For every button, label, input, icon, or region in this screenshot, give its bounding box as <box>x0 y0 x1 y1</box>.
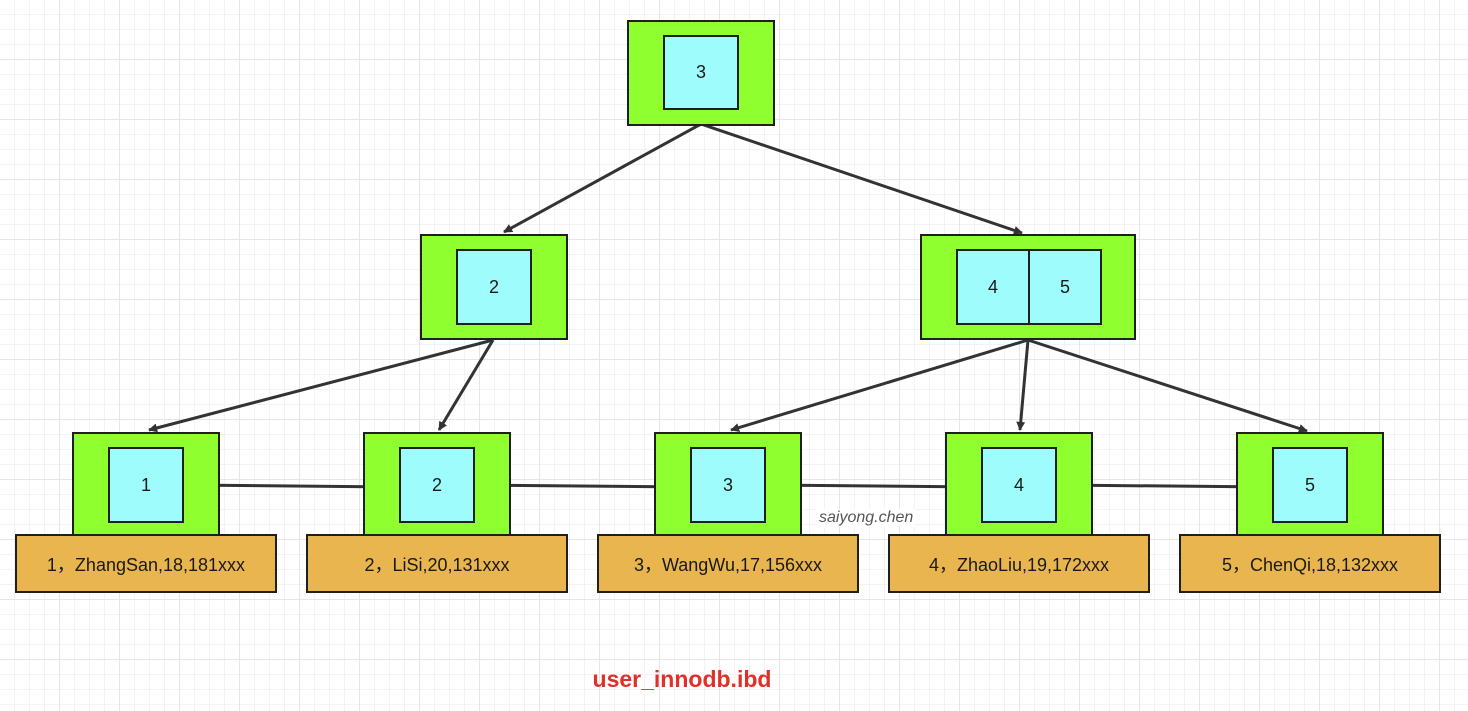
edge-root-to-internal-2 <box>503 122 702 234</box>
edge-root-to-internal-45 <box>700 122 1023 235</box>
edge-internal-45-to-leaf-3 <box>730 338 1029 432</box>
edge-internal-45-to-leaf-4 <box>1016 339 1030 431</box>
internal-key-5: 5 <box>1028 249 1102 325</box>
leaf-key-5: 5 <box>1272 447 1348 523</box>
leaf-key-2: 2 <box>399 447 475 523</box>
leaf-key-1: 1 <box>108 447 184 523</box>
file-name-caption: user_innodb.ibd <box>592 666 772 692</box>
root-key: 3 <box>663 35 739 110</box>
row-record-5: 5，ChenQi,18,132xxx <box>1179 534 1441 593</box>
edge-internal-2-to-leaf-1 <box>148 338 494 433</box>
row-record-3: 3，WangWu,17,156xxx <box>597 534 859 593</box>
internal-key-4: 4 <box>956 249 1030 325</box>
row-record-4: 4，ZhaoLiu,19,172xxx <box>888 534 1150 593</box>
row-record-1: 1，ZhangSan,18,181xxx <box>15 534 277 593</box>
edge-internal-2-to-leaf-2 <box>437 339 495 431</box>
leaf-key-4: 4 <box>981 447 1057 523</box>
edge-internal-45-to-leaf-5 <box>1027 338 1308 433</box>
author-watermark: saiyong.chen <box>817 509 916 527</box>
row-record-2: 2，LiSi,20,131xxx <box>306 534 568 593</box>
leaf-key-3: 3 <box>690 447 766 523</box>
internal-key-2: 2 <box>456 249 532 325</box>
